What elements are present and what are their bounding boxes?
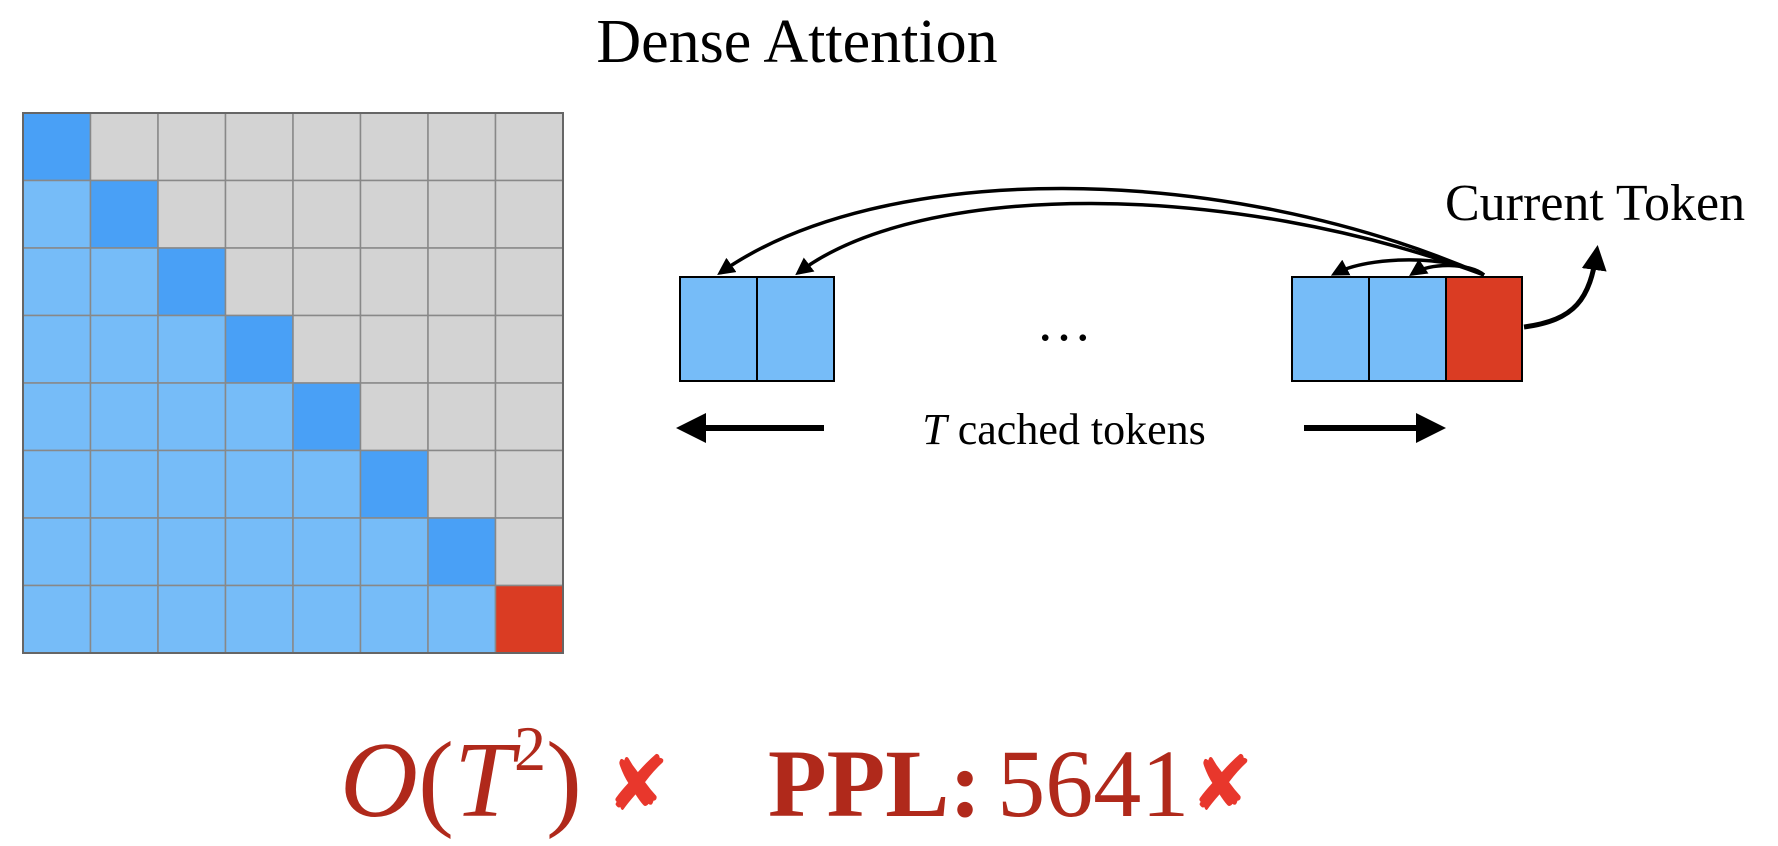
masked-cell [359,314,429,384]
span-label: T cached tokens [922,405,1205,454]
attended-cell [22,179,92,249]
self-attention-cell [224,314,294,384]
masked-cell [494,112,564,182]
self-attention-cell [157,247,227,317]
attention-arrow [1409,258,1486,277]
attended-cell [22,314,92,384]
masked-cell [494,314,564,384]
attended-cell [157,449,227,519]
masked-cell [427,112,497,182]
masked-cell [494,382,564,452]
current-token-cell [494,584,564,654]
masked-cell [359,247,429,317]
attention-arrow [795,201,1485,277]
current-token-label: Current Token [1445,175,1745,232]
masked-cell [224,179,294,249]
complexity-variable: T [454,721,521,840]
attended-cell [22,584,92,654]
diagram-title: Dense Attention [596,8,997,76]
attended-cell [292,517,362,587]
masked-cell [427,247,497,317]
masked-cell [359,382,429,452]
attention-arrow [717,186,1485,277]
masked-cell [157,179,227,249]
masked-cell [427,382,497,452]
masked-cell [494,179,564,249]
masked-cell [427,179,497,249]
complexity-paren-open: ( [418,721,454,840]
attended-cell [22,449,92,519]
ppl-label: PPL: [768,730,981,837]
span-label-variable: T [922,405,950,454]
attended-cell [224,449,294,519]
attended-cell [427,584,497,654]
ppl-fail-mark: ✘ [1190,743,1254,827]
attended-cell [359,584,429,654]
masked-cell [292,247,362,317]
cached-token-block [1368,276,1447,382]
attended-cell [89,584,159,654]
masked-cell [292,112,362,182]
attended-cell [157,382,227,452]
attended-cell [89,382,159,452]
attended-cell [292,584,362,654]
masked-cell [427,314,497,384]
attended-cell [292,449,362,519]
masked-cell [494,449,564,519]
attended-cell [224,584,294,654]
masked-cell [494,517,564,587]
complexity-fail-mark: ✘ [606,743,670,827]
masked-cell [224,247,294,317]
masked-cell [224,112,294,182]
masked-cell [157,112,227,182]
kv-cache-row [679,276,1523,382]
current-token-block [1445,276,1523,382]
complexity-paren-close: ) [546,721,582,840]
attended-cell [22,382,92,452]
attended-cell [89,247,159,317]
attended-cell [22,517,92,587]
masked-cell [292,314,362,384]
masked-cell [292,179,362,249]
cached-token-block [679,276,758,382]
masked-cell [89,112,159,182]
self-attention-cell [89,179,159,249]
masked-cell [359,179,429,249]
self-attention-cell [427,517,497,587]
attended-cell [359,517,429,587]
masked-cell [494,247,564,317]
cached-token-block [756,276,835,382]
masked-cell [427,449,497,519]
span-label-text: cached tokens [947,405,1206,454]
attended-cell [157,517,227,587]
ppl-value: 5641 [997,730,1189,837]
complexity-exponent: 2 [514,713,546,784]
current-token-pointer-arrow [1523,245,1607,330]
attended-cell [224,382,294,452]
attended-cell [157,314,227,384]
cache-span-indicator: T cached tokens [676,405,1446,454]
cached-token-block [1291,276,1370,382]
masked-cell [359,112,429,182]
complexity-o: O [340,721,418,840]
attended-cell [157,584,227,654]
attention-arrows [717,186,1486,277]
attended-cell [89,449,159,519]
attended-cell [22,247,92,317]
attended-cell [224,517,294,587]
matrix-border [22,112,564,654]
self-attention-cell [292,382,362,452]
complexity-metric: O(T2) [340,713,582,840]
ppl-metric: PPL:5641 [768,730,1189,837]
attended-cell [89,517,159,587]
self-attention-cell [359,449,429,519]
self-attention-cell [22,112,92,182]
attended-cell [89,314,159,384]
attention-matrix [22,112,564,654]
ellipsis: … [1036,291,1092,353]
